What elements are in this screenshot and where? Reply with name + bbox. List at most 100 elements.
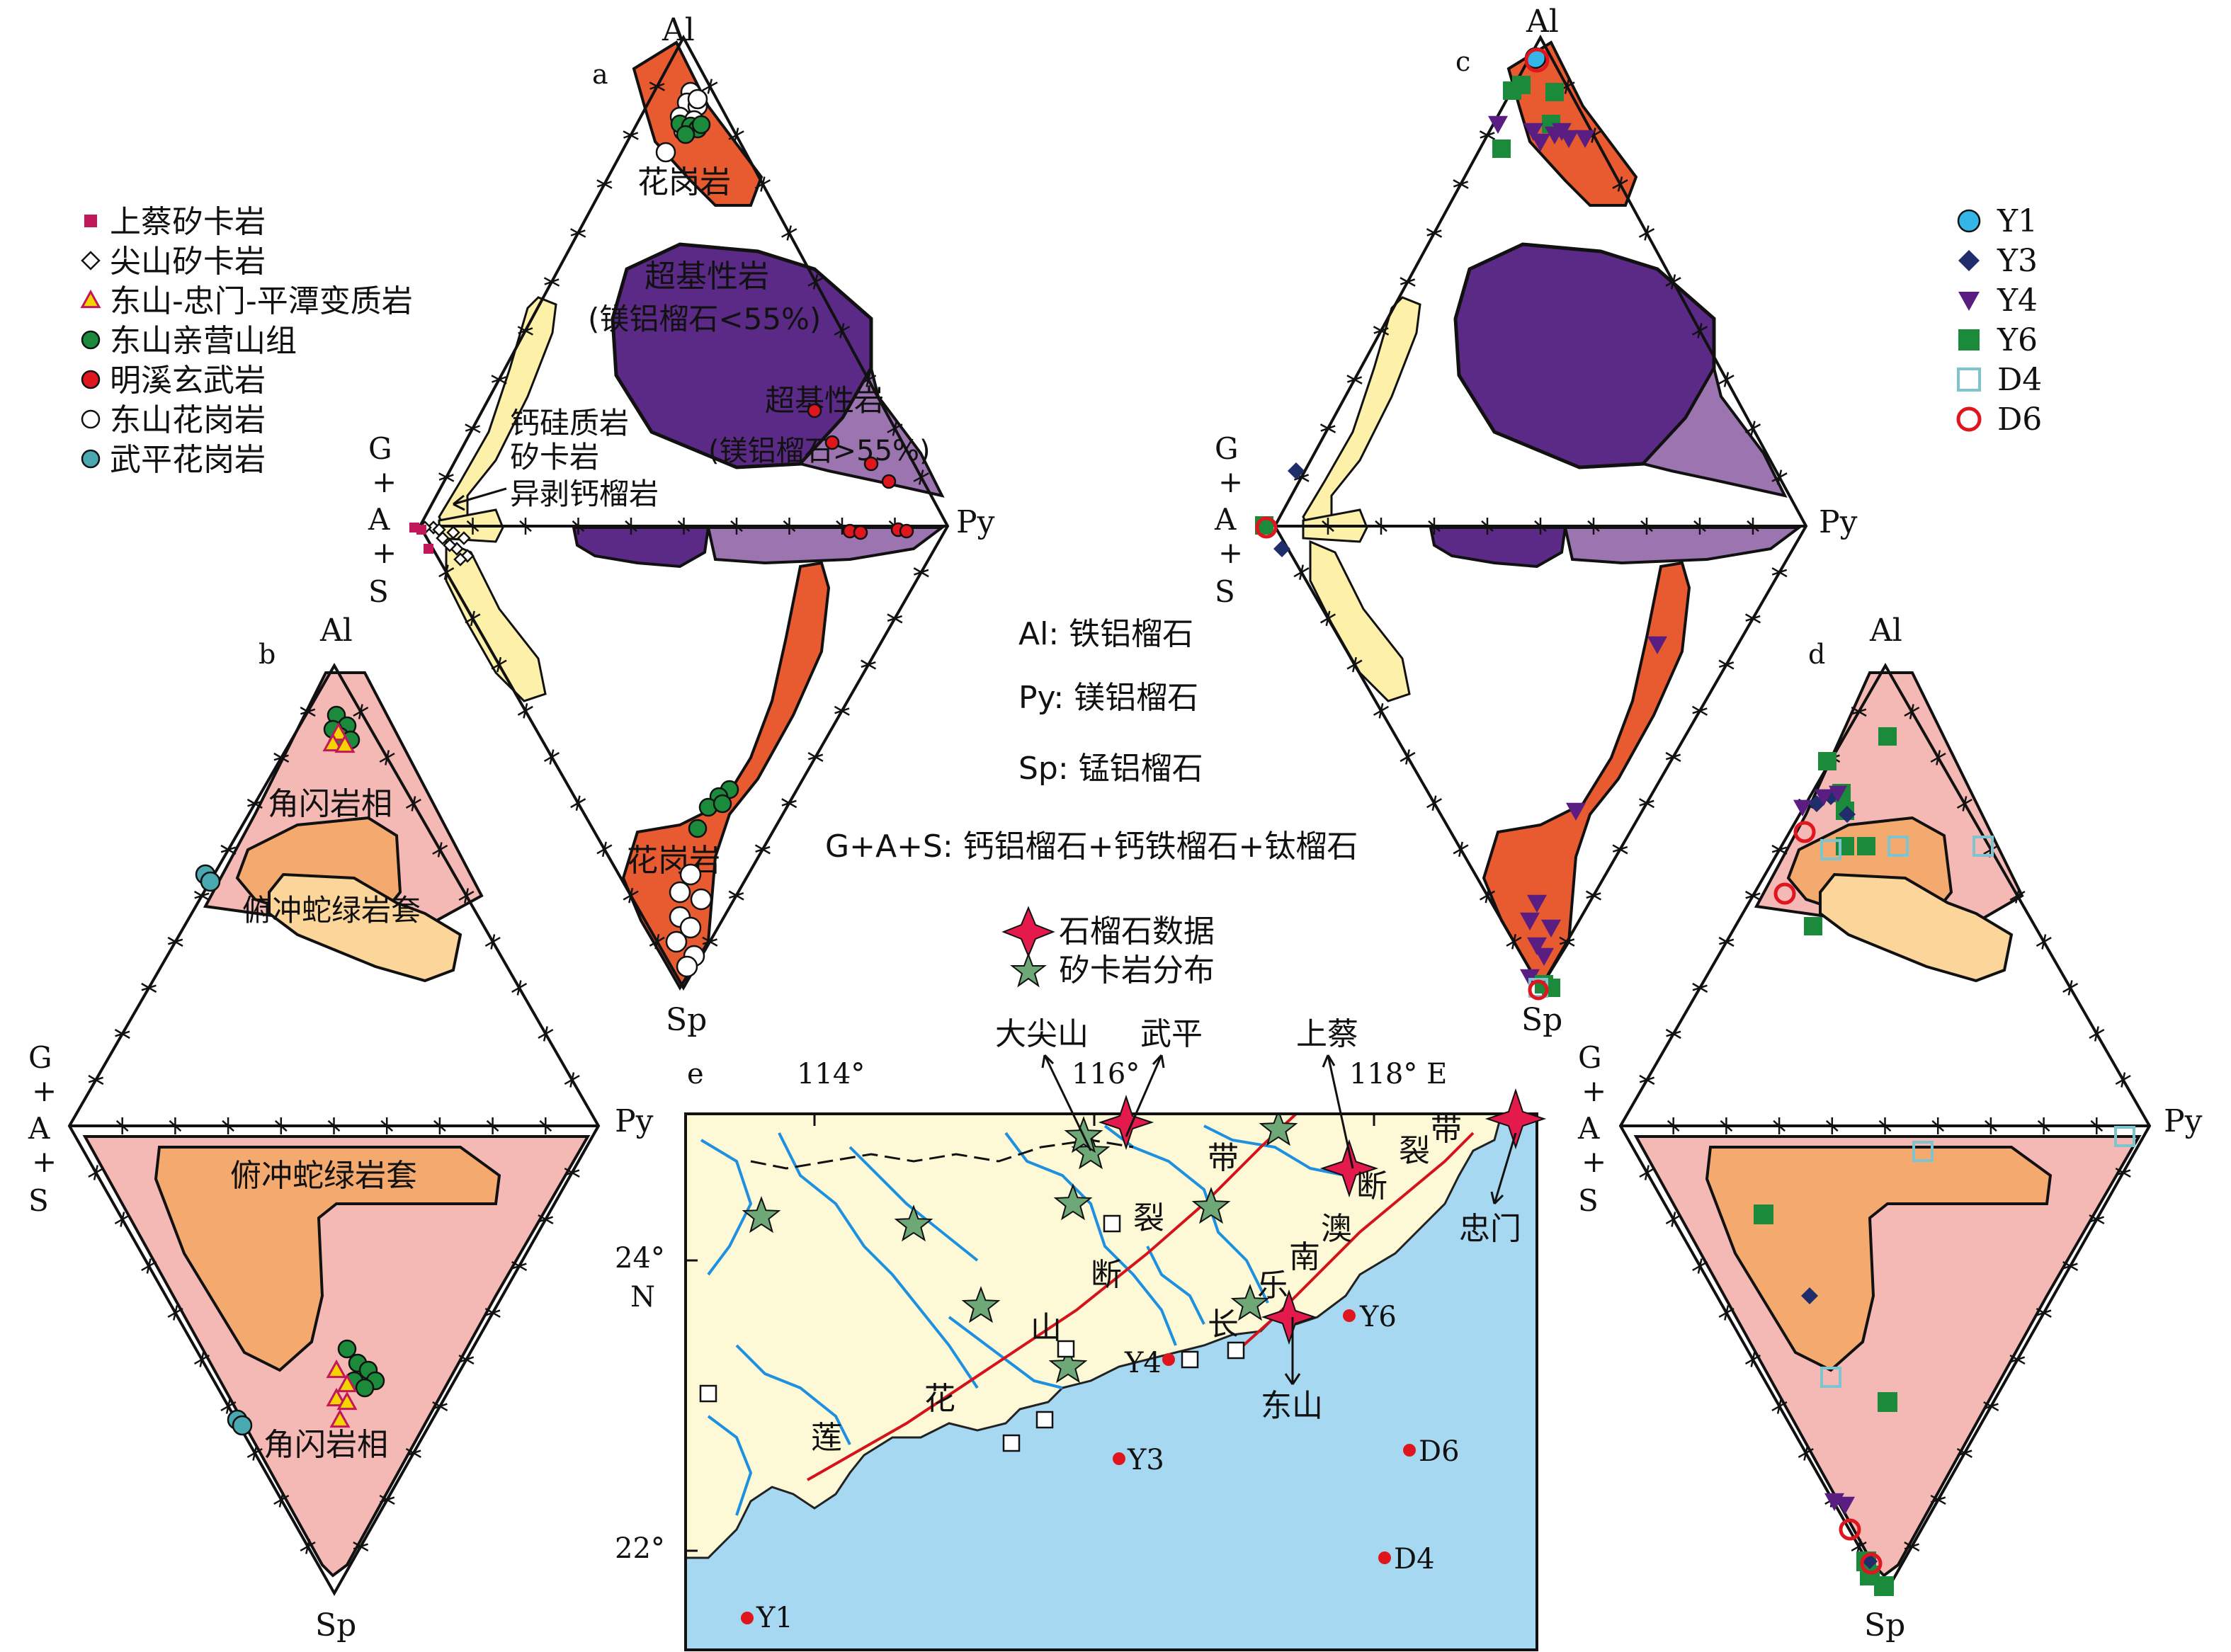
svg-text:S: S xyxy=(1215,574,1235,609)
rivers xyxy=(700,1124,1346,1516)
d4-point xyxy=(1972,836,1994,857)
c-field-skarn-upper xyxy=(1302,296,1421,532)
legend-skarn-distribution: 矽卡岩分布 xyxy=(1059,952,1215,989)
qinying-point xyxy=(337,1339,357,1359)
granite-point xyxy=(687,89,708,110)
label-subduction-top: 俯冲蛇绿岩套 xyxy=(242,893,421,928)
panel-a-apex-py: Py xyxy=(956,504,995,540)
svg-text:乐: 乐 xyxy=(1257,1268,1288,1304)
map-legend: 石榴石数据 矽卡岩分布 xyxy=(1001,906,1215,989)
d6-point xyxy=(1773,882,1796,905)
y6-point xyxy=(1512,76,1531,94)
label-subduction-bottom: 俯冲蛇绿岩套 xyxy=(230,1158,417,1194)
legend-star4-icon xyxy=(1001,906,1055,958)
legend-right-label: Y3 xyxy=(1997,243,2038,279)
jianshan-point xyxy=(446,525,460,540)
panel-a-letter: a xyxy=(592,59,608,90)
sample-square xyxy=(1103,1214,1121,1233)
svg-text:断: 断 xyxy=(1091,1257,1122,1293)
d6-point xyxy=(1255,516,1278,539)
svg-text:G: G xyxy=(28,1040,52,1075)
lon-ticks: 114° 116° 118° E xyxy=(797,1058,1447,1126)
panel-c-apex-py: Py xyxy=(1819,504,1858,540)
svg-text:+: + xyxy=(32,1144,57,1179)
metamorphic-point xyxy=(329,1408,351,1428)
y3-point xyxy=(1273,540,1290,557)
field-granite-bottom xyxy=(621,561,831,991)
legend-left-label: 上蔡矽卡岩 xyxy=(110,204,266,240)
qinying-point xyxy=(691,115,711,135)
y3-point xyxy=(1801,1287,1818,1304)
field-subduction-inner xyxy=(268,872,462,983)
station-label: Y1 xyxy=(756,1602,793,1634)
legend-marker xyxy=(81,330,101,350)
svg-text:A: A xyxy=(28,1111,50,1146)
svg-text:长: 长 xyxy=(1208,1306,1239,1343)
y4-point xyxy=(1527,937,1547,955)
garnet-star-icon xyxy=(1485,1088,1547,1150)
y4-point xyxy=(1534,947,1554,966)
sample-square xyxy=(1227,1341,1245,1360)
jianshan-point xyxy=(432,523,446,537)
legend-right-label: Y1 xyxy=(1997,203,2038,239)
label-skarn: 矽卡岩 xyxy=(510,440,599,474)
panel-b-apex-al: Al xyxy=(319,613,353,649)
place-shangcai: 上蔡 xyxy=(1296,1016,1358,1052)
y6-point xyxy=(1492,139,1511,158)
y4-point xyxy=(1531,133,1550,152)
panel-a-apex-al: Al xyxy=(662,12,695,48)
svg-text:断: 断 xyxy=(1356,1168,1387,1204)
granite-point xyxy=(679,863,702,886)
place-dajianshan: 大尖山 xyxy=(995,1016,1089,1052)
legend-marker xyxy=(1958,329,1980,351)
station-label: Y3 xyxy=(1127,1444,1164,1476)
fault-lianhuashan xyxy=(807,1114,1298,1481)
c-field-ultrabasic-light-low xyxy=(1563,526,1803,565)
shangcai-point xyxy=(424,544,433,554)
c-field-ultrabasic-light xyxy=(1640,364,1788,498)
svg-text:G: G xyxy=(1215,431,1239,466)
y4-point xyxy=(1552,123,1572,141)
province-boundary xyxy=(750,1139,1134,1170)
d6-point xyxy=(1524,47,1550,73)
jianshan-point xyxy=(443,538,457,552)
svg-text:带: 带 xyxy=(1431,1112,1462,1148)
map-panel: e 石榴石数据 矽卡岩分布 xyxy=(615,906,1547,1651)
label-ultrabasic-high-note: (镁铝榴石>55%) xyxy=(708,435,931,467)
y4-point xyxy=(1647,636,1667,654)
svg-text:G: G xyxy=(1578,1040,1602,1075)
y4-point xyxy=(1575,130,1595,148)
granite-point xyxy=(679,916,702,939)
panel-a-ticks xyxy=(438,79,929,950)
definitions: Al: 铁铝榴石 Py: 镁铝榴石 Sp: 锰铝榴石 G+A+S: 钙铝榴石+钙… xyxy=(825,616,1358,865)
place-labels: 大尖山 武平 上蔡 东山 忠门 xyxy=(995,1016,1521,1424)
skarn-star-icon xyxy=(1259,1114,1298,1146)
svg-text:G: G xyxy=(368,431,392,466)
qinying-point xyxy=(688,819,708,838)
panel-a-apex-gas: G + A + S xyxy=(368,431,397,609)
label-calc-silicate: 钙硅质岩 xyxy=(510,406,629,440)
qinying-point xyxy=(676,125,696,144)
d6-point xyxy=(1860,1552,1883,1575)
station-dot xyxy=(1162,1353,1175,1366)
panel-b-points xyxy=(195,705,385,1436)
lat-ticks: 24° N 22° xyxy=(615,1242,698,1565)
y4-point xyxy=(1523,123,1543,141)
panel-b: b Al Py Sp G + A + S 角闪岩相 俯冲蛇绿岩套 俯冲蛇绿岩套 … xyxy=(28,613,654,1644)
panel-a: a Al Py Sp G + A + S 花岗岩 超基性岩 (镁铝榴石<55%)… xyxy=(368,12,995,1038)
c-field-ultrabasic-dark-low xyxy=(1429,526,1567,569)
panel-b-ticks xyxy=(88,704,580,1554)
y6-point xyxy=(1857,837,1875,855)
panel-d-apex-al: Al xyxy=(1869,613,1902,649)
svg-text:+: + xyxy=(1582,1144,1606,1179)
legend-marker xyxy=(81,370,101,389)
y4-point xyxy=(1541,919,1561,938)
station-label: D4 xyxy=(1394,1543,1435,1576)
y6-point xyxy=(1878,727,1897,746)
panel-a-apex-sp: Sp xyxy=(666,1002,707,1038)
legend-left-label: 东山-忠门-平潭变质岩 xyxy=(110,283,413,319)
d4-point xyxy=(1820,839,1841,860)
sample-square xyxy=(1181,1350,1199,1369)
svg-text:116°: 116° xyxy=(1072,1058,1140,1090)
